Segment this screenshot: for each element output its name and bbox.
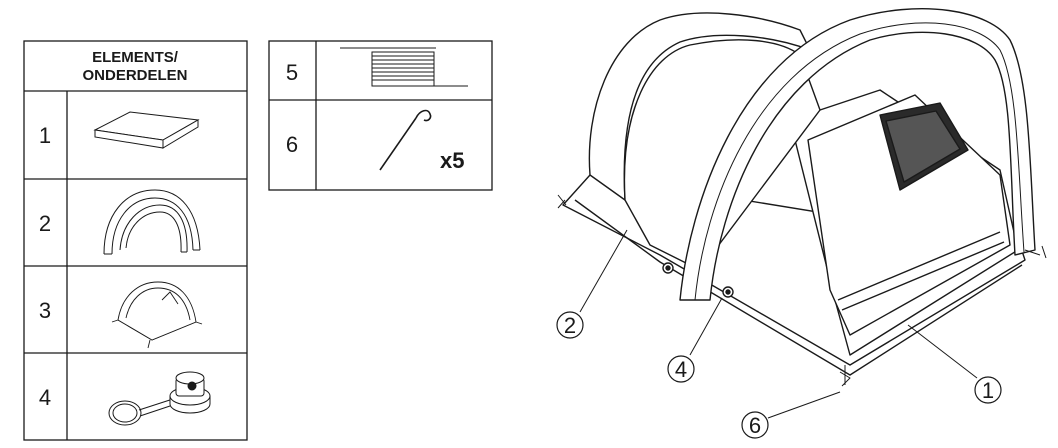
accessory-number-5: 5 xyxy=(286,60,298,85)
parts-table-header-line2: ONDERDELEN xyxy=(82,67,187,84)
tent-icon xyxy=(111,281,203,349)
part-number-3: 3 xyxy=(39,298,51,323)
accessory-number-6: 6 xyxy=(286,132,298,157)
callout-2-label: 2 xyxy=(564,313,576,338)
peg-quantity: x5 xyxy=(440,148,464,173)
callout-1-label: 1 xyxy=(982,378,994,403)
part-number-2: 2 xyxy=(39,211,51,236)
callout-1: 1 xyxy=(974,376,1002,404)
mattress-icon xyxy=(93,111,200,149)
tent-peg-icon xyxy=(379,109,432,171)
valve-icon xyxy=(108,371,211,426)
assembled-tent xyxy=(557,8,1047,387)
inflatable-frame-icon xyxy=(103,189,201,255)
callout-4-label: 4 xyxy=(675,357,687,382)
part-number-1: 1 xyxy=(39,123,51,148)
callout-6: 6 xyxy=(741,411,769,439)
accessories-table xyxy=(268,40,493,191)
callout-lines xyxy=(579,229,978,419)
callout-4: 4 xyxy=(667,355,695,383)
callout-6-label: 6 xyxy=(749,413,761,438)
parts-table xyxy=(23,40,248,441)
parts-table-header-line1: ELEMENTS/ xyxy=(92,49,179,66)
part-number-4: 4 xyxy=(39,385,51,410)
callout-2: 2 xyxy=(556,311,584,339)
guy-ropes-icon xyxy=(340,47,468,87)
